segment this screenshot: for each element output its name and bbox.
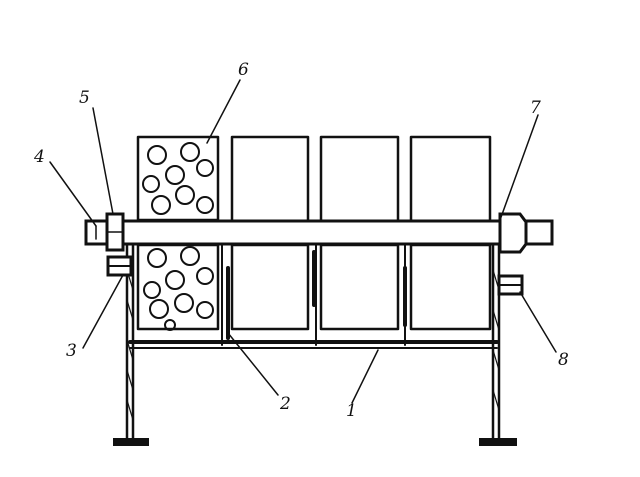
leader-2 (227, 332, 279, 396)
label-6: 6 (238, 60, 249, 80)
right-clamp (497, 274, 524, 296)
panel-2 (226, 135, 310, 340)
leader-4 (49, 161, 97, 227)
label-8: 8 (558, 350, 569, 370)
label-1: 1 (346, 401, 357, 421)
leader-6 (206, 79, 241, 144)
leader-lines (49, 79, 557, 404)
left-clamp (106, 255, 133, 277)
perforation-holes (142, 142, 214, 331)
panel-1-perforated (136, 135, 220, 331)
label-2: 2 (279, 394, 291, 414)
leader-1 (351, 349, 379, 404)
leader-5 (92, 107, 114, 215)
horizontal-shaft (84, 219, 554, 246)
right-foot (479, 438, 517, 446)
left-foot (113, 438, 149, 446)
label-7: 7 (530, 98, 541, 118)
left-nut (105, 212, 125, 252)
panel-dividers (221, 244, 406, 346)
right-nut (498, 212, 528, 254)
leader-3 (82, 274, 124, 349)
leader-8 (519, 291, 557, 353)
bottom-frame (128, 340, 499, 349)
label-5: 5 (79, 88, 90, 108)
leader-7 (499, 114, 539, 221)
label-4: 4 (33, 147, 45, 167)
label-3: 3 (66, 341, 77, 361)
